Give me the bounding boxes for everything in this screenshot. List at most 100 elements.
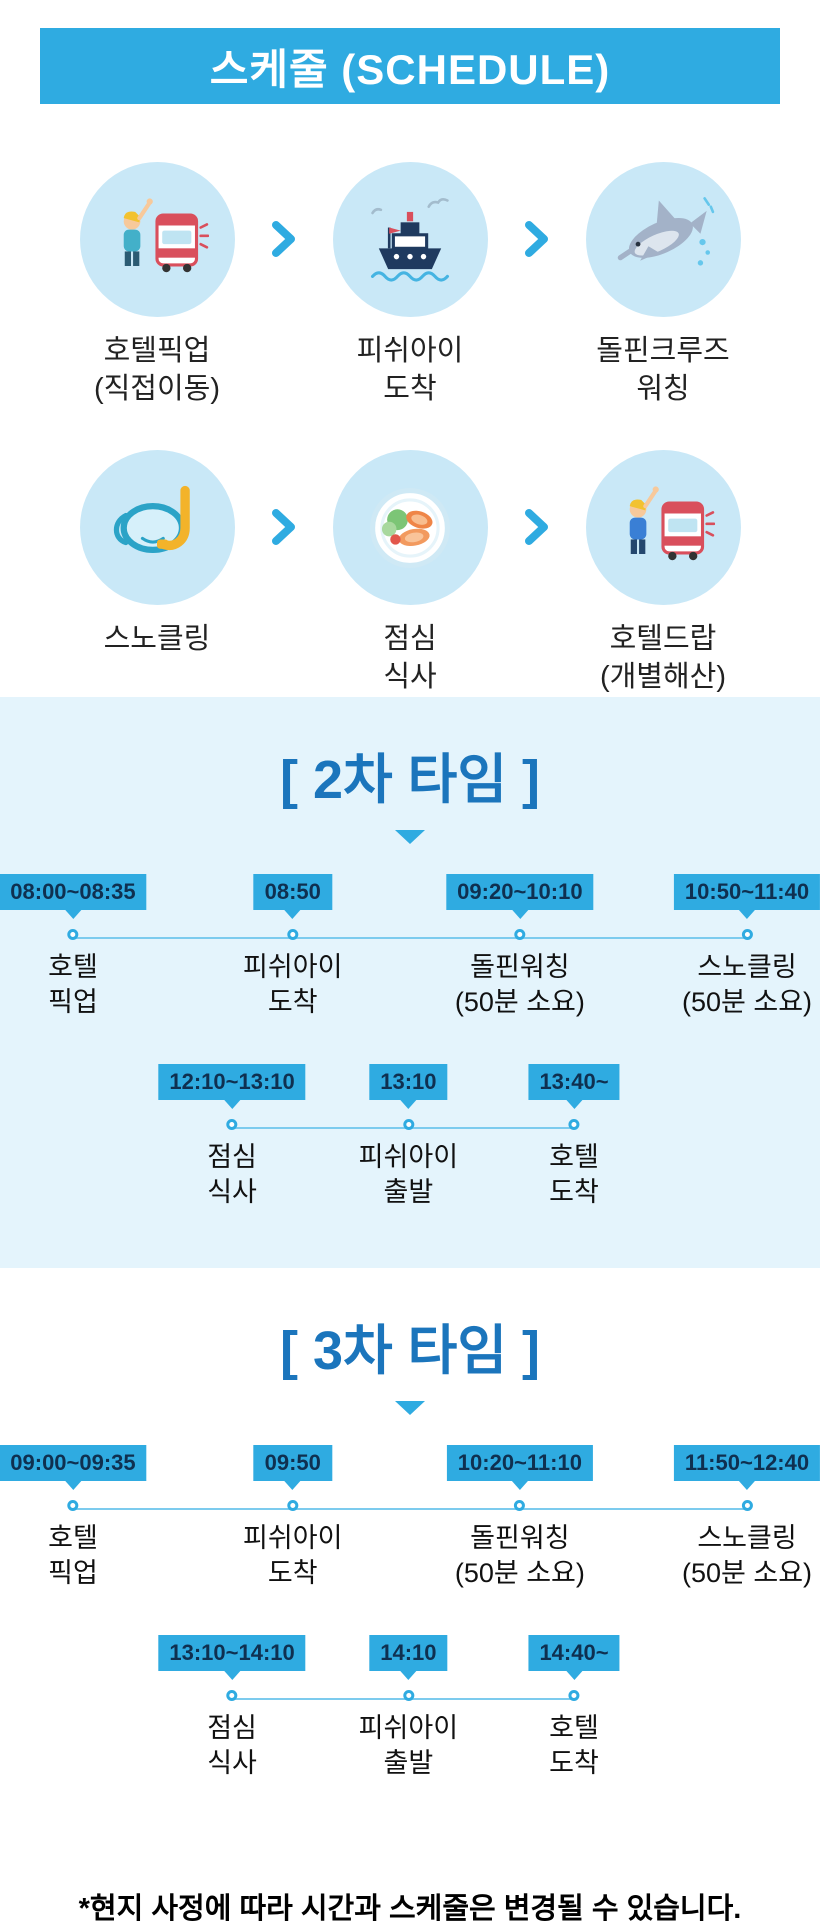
timeline-item-dolphin-watching: 09:20~10:10 돌핀워칭 (50분 소요) xyxy=(446,873,594,1021)
time-badge: 13:40~ xyxy=(528,1063,620,1100)
timeline-label: 점심 식사 xyxy=(207,1141,257,1208)
flow-row-1: 호텔픽업 (직접이동) xyxy=(0,162,820,408)
time-badge: 08:00~08:35 xyxy=(0,873,147,910)
timeline-label: 돌핀워칭 (50분 소요) xyxy=(454,1522,585,1589)
dolphin-icon xyxy=(617,196,715,266)
badge-pointer-icon xyxy=(64,909,81,919)
time-badge: 14:10 xyxy=(369,1634,448,1671)
timeline-item-hotel-pickup: 08:00~08:35 호텔 픽업 xyxy=(0,873,147,1021)
flow-circle xyxy=(332,162,488,317)
bus-drop-icon xyxy=(629,486,715,561)
timeline-label: 피쉬아이 출발 xyxy=(358,1141,459,1208)
timeline-item-lunch: 12:10~13:10 점심 식사 xyxy=(158,1063,306,1211)
timeline-label: 돌핀워칭 (50분 소요) xyxy=(454,951,585,1018)
timeline-label: 스노클링 (50분 소요) xyxy=(681,951,813,1018)
timeline-dot xyxy=(514,1499,526,1511)
timeline-dot xyxy=(67,928,79,940)
timeline-item-snorkeling: 11:50~12:40 스노클링 (50분 소요) xyxy=(673,1444,820,1592)
time-badge: 09:50 xyxy=(253,1444,332,1481)
timeline-row: 09:00~09:35 호텔 픽업 09:50 피쉬아이 도착 10:20~11… xyxy=(0,1444,820,1607)
timeline-item-fisheye-arrival: 08:50 피쉬아이 도착 xyxy=(243,873,343,1021)
badge-pointer-icon xyxy=(739,1480,756,1490)
flow-step-dolphin-cruise: 돌핀크루즈 워칭 xyxy=(548,162,778,408)
flow-row-2: 스노클링 점심 식사 xyxy=(0,450,820,696)
timeline-label: 점심 식사 xyxy=(207,1712,257,1779)
badge-pointer-icon xyxy=(511,909,528,919)
badge-pointer-icon xyxy=(566,1099,582,1109)
timeline-label: 호텔 도착 xyxy=(549,1712,599,1779)
time-badge: 10:50~11:40 xyxy=(673,873,820,910)
time-badge: 13:10~14:10 xyxy=(158,1634,306,1671)
badge-pointer-icon xyxy=(511,1480,528,1490)
badge-pointer-icon xyxy=(284,1480,301,1490)
title-pointer-icon xyxy=(395,829,425,844)
schedule-flow: 호텔픽업 (직접이동) xyxy=(0,162,820,697)
timeline-label: 호텔 픽업 xyxy=(48,951,98,1018)
timeline-dot xyxy=(741,928,753,940)
flow-step-label: 스노클링 xyxy=(103,623,211,656)
section-title: [ 2차 타임 ] xyxy=(279,749,541,810)
time-badge: 08:50 xyxy=(253,873,332,910)
timeline-line xyxy=(72,936,747,939)
flow-step-lunch: 점심 식사 xyxy=(295,450,525,696)
ship-icon xyxy=(371,197,449,282)
timeline-item-dolphin-watching: 10:20~11:10 돌핀워칭 (50분 소요) xyxy=(446,1444,593,1592)
flow-step-label: 호텔픽업 (직접이동) xyxy=(93,335,221,405)
timeline-item-hotel-arrival: 13:40~ 호텔 도착 xyxy=(528,1063,620,1211)
title-pointer-icon xyxy=(395,1400,425,1415)
time-badge: 10:20~11:10 xyxy=(446,1444,593,1481)
timeline-row: 08:00~08:35 호텔 픽업 08:50 피쉬아이 도착 09:20~10… xyxy=(0,873,820,1036)
timeline-dot xyxy=(402,1689,414,1701)
timeline-label: 호텔 도착 xyxy=(549,1141,599,1208)
timeline-line xyxy=(72,1507,747,1510)
badge-pointer-icon xyxy=(64,1480,81,1490)
flow-step-hotel-drop: 호텔드랍 (개별해산) xyxy=(548,450,778,696)
chevron-right-icon xyxy=(272,509,295,550)
flow-circle xyxy=(79,450,235,606)
header-banner: 스케줄 (SCHEDULE) xyxy=(40,28,780,104)
time-badge: 09:20~10:10 xyxy=(446,873,594,910)
timeline-label: 피쉬아이 도착 xyxy=(243,1522,343,1589)
section-time-2: [ 2차 타임 ] 08:00~08:35 호텔 픽업 08:50 피쉬아이 도… xyxy=(0,696,820,1268)
timeline-dot xyxy=(287,1499,299,1511)
timeline-dot xyxy=(226,1118,238,1130)
page-title: 스케줄 (SCHEDULE) xyxy=(209,45,611,93)
flow-step-label: 피쉬아이 도착 xyxy=(356,335,464,405)
timeline-dot xyxy=(67,1499,79,1511)
time-badge: 14:40~ xyxy=(528,1634,620,1671)
timeline-label: 피쉬아이 도착 xyxy=(243,951,343,1018)
chevron-right-icon xyxy=(272,221,295,262)
timeline-row: 12:10~13:10 점심 식사 13:10 피쉬아이 출발 13:40~ 호… xyxy=(0,1063,820,1226)
timeline-dot xyxy=(568,1118,580,1130)
timeline-dot xyxy=(287,928,299,940)
time-badge: 09:00~09:35 xyxy=(0,1444,147,1481)
timeline-dot xyxy=(402,1118,414,1130)
badge-pointer-icon xyxy=(400,1099,417,1109)
timeline-label: 피쉬아이 출발 xyxy=(358,1712,459,1779)
timeline-dot xyxy=(741,1499,753,1511)
bus-pickup-icon xyxy=(123,197,209,272)
timeline-item-fisheye-departure: 14:10 피쉬아이 출발 xyxy=(358,1634,459,1782)
timeline-row: 13:10~14:10 점심 식사 14:10 피쉬아이 출발 14:40~ 호… xyxy=(0,1634,820,1797)
time-badge: 12:10~13:10 xyxy=(158,1063,306,1100)
flow-step-label: 호텔드랍 (개별해산) xyxy=(599,623,727,694)
timeline-dot xyxy=(226,1689,238,1701)
section-title: [ 3차 타임 ] xyxy=(279,1320,541,1381)
chevron-right-icon xyxy=(525,509,548,550)
timeline-dot xyxy=(514,928,526,940)
flow-circle xyxy=(585,162,741,317)
badge-pointer-icon xyxy=(224,1099,241,1109)
timeline-item-hotel-arrival: 14:40~ 호텔 도착 xyxy=(528,1634,620,1782)
flow-circle xyxy=(332,450,488,606)
timeline-label: 스노클링 (50분 소요) xyxy=(681,1522,813,1589)
time-badge: 11:50~12:40 xyxy=(673,1444,820,1481)
flow-step-label: 돌핀크루즈 워칭 xyxy=(596,335,730,405)
section-time-3: [ 3차 타임 ] 09:00~09:35 호텔 픽업 09:50 피쉬아이 도… xyxy=(0,1268,820,1839)
flow-circle xyxy=(79,162,235,317)
flow-step-label: 점심 식사 xyxy=(383,623,437,694)
flow-step-hotel-pickup: 호텔픽업 (직접이동) xyxy=(42,162,272,408)
badge-pointer-icon xyxy=(400,1670,417,1680)
flow-circle xyxy=(585,450,741,606)
timeline-item-fisheye-arrival: 09:50 피쉬아이 도착 xyxy=(243,1444,343,1592)
timeline-item-lunch: 13:10~14:10 점심 식사 xyxy=(158,1634,306,1782)
